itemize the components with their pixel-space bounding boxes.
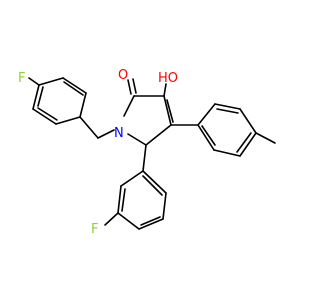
bond-f-bottom xyxy=(104,212,119,226)
hydroxyl-label: HO xyxy=(158,71,178,86)
fluorine-label-top: F xyxy=(18,71,25,86)
fluorophenyl-ring-top xyxy=(32,77,87,125)
tolyl-ring xyxy=(197,103,257,157)
oxygen-label: O xyxy=(118,68,128,83)
structure-canvas: F O HO N F xyxy=(18,68,276,237)
bond-f-top xyxy=(28,77,40,86)
fluorophenyl-ring-bottom xyxy=(117,170,167,230)
bond-carbonyl-a xyxy=(127,79,132,95)
molecule-structure: F O HO N F xyxy=(18,68,276,237)
bond-ring-fluorophenyl xyxy=(142,144,147,172)
nitrogen-label: N xyxy=(114,126,124,141)
bond-methyl xyxy=(255,132,276,144)
bond-ch2-n xyxy=(97,129,115,139)
bond-benzyl-ch2 xyxy=(79,116,99,139)
bond-c-oh xyxy=(163,83,167,97)
bond-carbonyl-b xyxy=(132,78,137,94)
fluorine-label-bottom: F xyxy=(91,222,98,237)
pyrrolone-ring xyxy=(123,95,174,146)
